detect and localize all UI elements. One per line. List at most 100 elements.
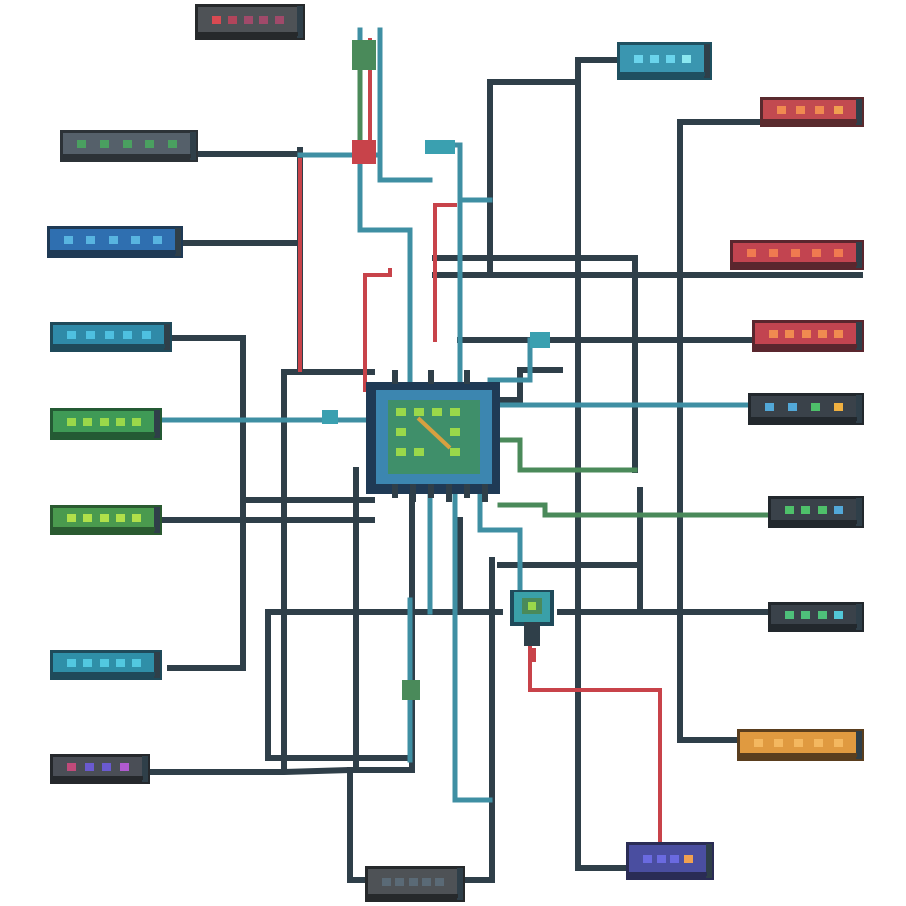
module-base [620,72,705,76]
module-led [132,514,141,522]
module-left-gray [60,130,198,162]
module-body [751,396,857,419]
module-led [791,249,800,257]
wire [452,487,493,803]
module-led [818,611,827,619]
module-led [788,403,797,411]
module-led [769,249,778,257]
module-body [620,45,705,74]
central-processor-chip [366,370,500,502]
chip-pin [392,370,398,384]
module-cap [856,395,862,423]
module-cap [856,604,862,630]
module-led [83,659,92,667]
module-left-cyan [50,650,162,680]
module-led [777,106,786,114]
module-led [259,16,268,24]
module-led [834,403,843,411]
module-right-red-3 [752,320,864,352]
module-cap [856,731,862,759]
module-led [86,331,95,339]
chip-cell [414,448,424,456]
wire [477,487,523,603]
module-led [682,55,691,63]
wire [363,268,392,277]
chip-pin [428,484,434,498]
module-led [116,418,125,426]
module-led [100,659,109,667]
module-led [86,236,95,244]
module-led [834,330,843,338]
module-led [212,16,221,24]
module-led [801,611,810,619]
module-led [109,236,118,244]
module-led [769,330,778,338]
chip-cell [396,448,406,456]
module-cap [457,868,463,900]
module-led [834,106,843,114]
module-base [53,776,143,780]
module-led [64,236,73,244]
module-led [67,418,76,426]
hub-light [528,602,536,610]
wire [147,767,415,775]
wire [487,437,638,473]
module-led [409,878,418,886]
module-left-lime [50,505,162,535]
module-layer [47,4,864,902]
chip-pin [410,484,416,502]
module-cap [154,507,160,533]
module-base [53,344,165,348]
module-base [751,417,857,421]
module-led [102,763,111,771]
module-left-teal [50,322,172,352]
module-led [123,331,132,339]
module-left-purple [50,754,150,784]
module-cap [297,6,303,38]
module-led [794,739,803,747]
module-base [755,344,857,348]
wire [487,337,533,383]
module-led [814,739,823,747]
module-led [100,514,109,522]
module-led [754,739,763,747]
module-led [801,506,810,514]
module-cap [856,99,862,125]
module-base [50,250,176,254]
module-led [275,16,284,24]
module-body [771,605,857,626]
module-led [815,106,824,114]
hub-tail [524,622,540,646]
chip-cell [450,448,460,456]
module-led [85,763,94,771]
module-right-orange [737,729,864,761]
module-led [765,403,774,411]
chip-pin [446,484,452,502]
module-led [120,763,129,771]
module-led [395,878,404,886]
chip-cell [414,408,424,416]
module-right-dark-3 [768,602,864,632]
module-led [116,514,125,522]
module-led [67,331,76,339]
module-led [834,249,843,257]
module-led [142,331,151,339]
hub-node [510,590,554,662]
module-base [63,154,191,158]
module-led [100,140,109,148]
module-led [785,506,794,514]
module-base [740,753,857,757]
module-led [382,878,391,886]
chip-diagonal-mark [416,416,452,450]
module-led [834,611,843,619]
module-cap [704,44,710,78]
module-base [53,672,155,676]
module-led [244,16,253,24]
module-led [747,249,756,257]
module-base [53,432,155,436]
module-cap [154,410,160,438]
module-led [812,249,821,257]
module-led [650,55,659,63]
module-led [834,739,843,747]
